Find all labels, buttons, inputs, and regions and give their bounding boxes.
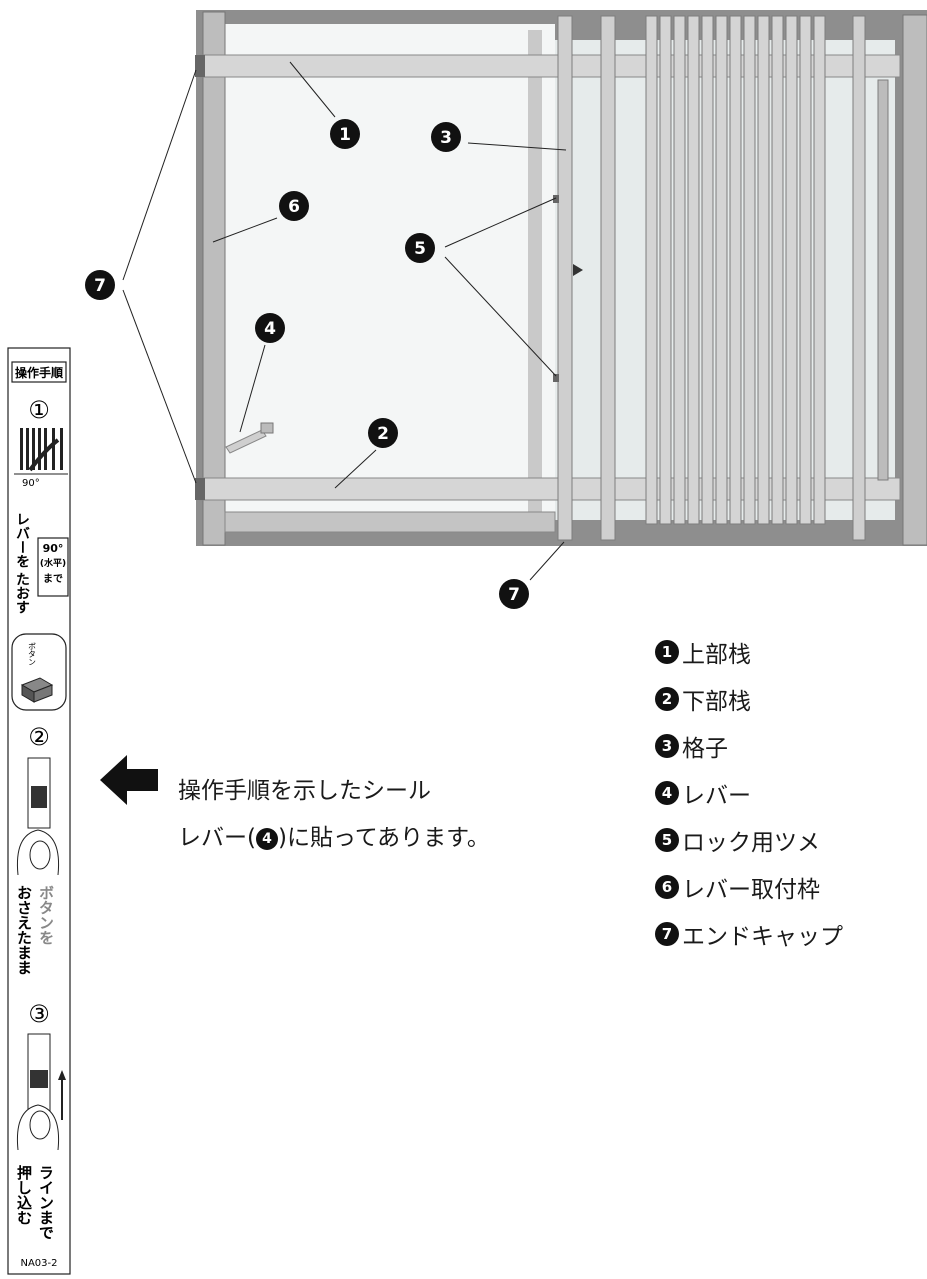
lever xyxy=(225,429,267,454)
grille-bars xyxy=(557,15,889,541)
callout-4: 4 xyxy=(255,313,285,343)
legend-label: ロック用ツメ xyxy=(682,829,820,856)
callout-1: 1 xyxy=(330,119,360,149)
lever-tip xyxy=(260,422,274,434)
svg-text:4: 4 xyxy=(264,319,276,339)
grille-bar xyxy=(600,15,616,541)
note-line-2: レバー(4)に貼ってあります。 xyxy=(178,815,490,862)
step-3-text-a: ラインまで xyxy=(37,1165,55,1240)
operation-sticker: 操作手順 ① 90° レバーを たおす 90° (水平) まで ボタン ② xyxy=(7,347,71,1275)
step-1-angle: 90° xyxy=(22,478,40,489)
note-line-2-num: 4 xyxy=(255,828,278,850)
step-1-illustration xyxy=(14,428,68,475)
direction-marker xyxy=(573,264,583,276)
grille-bar xyxy=(715,15,728,525)
grille-bar xyxy=(701,15,714,525)
grille-bar xyxy=(757,15,770,525)
svg-text:7: 7 xyxy=(94,276,106,296)
legend-label: 下部栈 xyxy=(682,688,751,715)
grille-bar xyxy=(673,15,686,525)
callout-7-bottom: 7 xyxy=(499,579,529,609)
legend-number: 7 xyxy=(655,921,679,946)
step-2-marker: ② xyxy=(28,723,50,751)
sill-track xyxy=(224,511,556,533)
step-3-illustration xyxy=(16,1033,66,1151)
svg-text:6: 6 xyxy=(288,197,300,217)
grille-bar xyxy=(687,15,700,525)
step-2-text-b: おさえたまま xyxy=(15,885,33,975)
step-1-marker: ① xyxy=(28,396,50,424)
step-1-box xyxy=(37,537,69,597)
grille-bar xyxy=(785,15,798,525)
callout-6: 6 xyxy=(279,191,309,221)
grille-bar xyxy=(852,15,866,541)
legend-label: エンドキャップ xyxy=(682,923,843,950)
legend-label: 上部栈 xyxy=(682,641,751,668)
grille-bar xyxy=(557,15,573,541)
callout-2: 2 xyxy=(368,418,398,448)
step-1-text-a: レバーを xyxy=(14,512,30,568)
sticker-code: NA03-2 xyxy=(20,1258,57,1269)
step-3-text-b: 押し込む xyxy=(15,1164,33,1225)
legend-label: レバー取付枠 xyxy=(682,876,820,903)
svg-text:3: 3 xyxy=(440,128,452,148)
svg-text:1: 1 xyxy=(339,125,351,145)
callout-5: 5 xyxy=(405,233,435,263)
end-cap-top xyxy=(195,55,205,77)
grille-bar xyxy=(799,15,812,525)
svg-text:7: 7 xyxy=(508,585,520,605)
grille-bar xyxy=(877,79,889,481)
sticker-title-box xyxy=(11,361,67,383)
legend-number: 2 xyxy=(655,686,679,711)
note-line-1: 操作手順を示したシール xyxy=(178,778,431,804)
callout-3: 3 xyxy=(431,122,461,152)
note-line-2-before: レバー( xyxy=(178,825,256,851)
svg-text:5: 5 xyxy=(414,239,426,259)
legend-number: 6 xyxy=(655,874,679,899)
lever-mount-frame xyxy=(202,11,226,546)
right-frame xyxy=(902,14,927,546)
step-1-text-b: たおす xyxy=(14,572,30,614)
svg-text:2: 2 xyxy=(377,424,389,444)
step-2-text-a: ボタンを xyxy=(37,885,55,945)
grille-bar xyxy=(659,15,672,525)
end-cap-bottom xyxy=(195,478,205,500)
legend-number: 4 xyxy=(655,780,679,805)
legend-label: レバー xyxy=(682,782,751,809)
step-1-box-b: (水平) xyxy=(40,557,66,569)
grille-bar xyxy=(771,15,784,525)
step-1-box-a: 90° xyxy=(43,542,64,555)
step-1-box-c: まで xyxy=(43,573,63,585)
button-label: ボタン xyxy=(28,642,37,666)
legend-label: 格子 xyxy=(682,735,728,762)
note-line-2-after: )に貼ってあります。 xyxy=(277,825,490,851)
grille-bar xyxy=(743,15,756,525)
inner-frame-right xyxy=(528,30,542,530)
sticker-title: 操作手順 xyxy=(15,365,64,380)
grille-bar xyxy=(645,15,658,525)
callout-7-left: 7 xyxy=(85,270,115,300)
step-2-illustration xyxy=(16,757,60,876)
lock-claw-top xyxy=(553,195,559,203)
grille-bar xyxy=(813,15,826,525)
legend-number: 5 xyxy=(655,827,679,852)
leader-lines xyxy=(122,61,567,581)
step-3-marker: ③ xyxy=(28,1000,50,1028)
legend-number: 3 xyxy=(655,733,679,758)
lock-claw-bottom xyxy=(553,374,559,382)
legend-number: 1 xyxy=(655,639,679,664)
sticker-note: 操作手順を示したシール レバー(4)に貼ってあります。 xyxy=(178,768,490,862)
left-arrow-icon xyxy=(100,755,158,805)
glass-pane xyxy=(225,24,555,524)
grille-bar xyxy=(729,15,742,525)
